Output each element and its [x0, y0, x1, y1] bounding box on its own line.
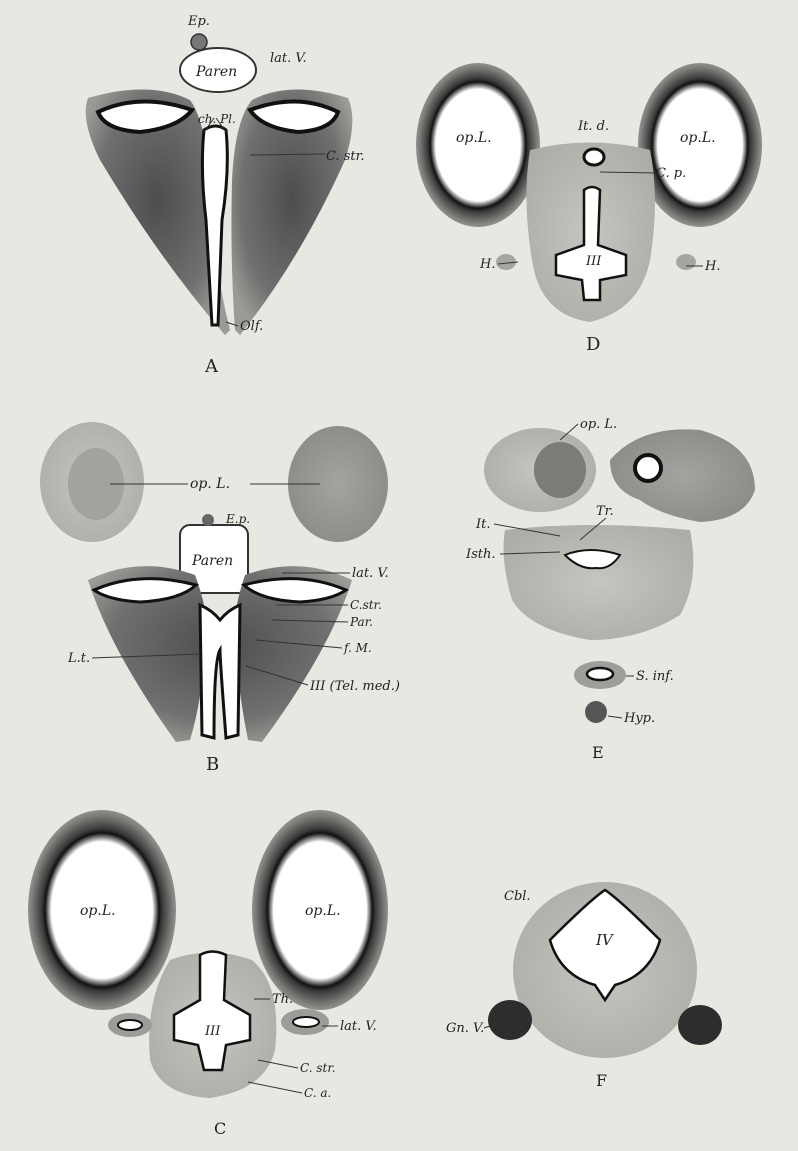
- caption-a: A: [204, 356, 219, 377]
- label-e-it: It.: [475, 517, 491, 532]
- figure-f-ganglion-left: [488, 1000, 532, 1040]
- label-c-lat-v: lat. V.: [340, 1019, 377, 1034]
- figure-f: [488, 882, 722, 1058]
- label-e-op-l: op. L.: [580, 417, 617, 432]
- figure-c: [28, 810, 388, 1098]
- label-c-c-str: C. str.: [300, 1061, 336, 1075]
- label-a-ep: Ep.: [187, 14, 210, 29]
- label-a-c-str: C. str.: [326, 149, 365, 164]
- figure-e-saccus-inferior-cavity: [587, 668, 613, 680]
- figure-c-lat-ventricle-left-cavity: [118, 1020, 142, 1030]
- caption-d: D: [586, 334, 600, 355]
- label-b-paren: Paren: [191, 553, 233, 569]
- label-f-gn-v: Gn. V.: [446, 1021, 484, 1036]
- label-a-olf: Olf.: [240, 319, 263, 334]
- caption-e: E: [592, 743, 604, 762]
- label-b-ep: E.p.: [225, 512, 250, 526]
- label-b-c-str: C.str.: [350, 598, 382, 612]
- label-e-hyp: Hyp.: [623, 711, 655, 726]
- label-c-th: Th.: [272, 992, 293, 1007]
- figure-e-isthmus: [504, 525, 694, 640]
- caption-b: B: [206, 754, 219, 775]
- figure-c-lat-ventricle-right-cavity: [293, 1017, 319, 1027]
- label-d-iii: III: [585, 254, 602, 269]
- figure-a-epiphysis: [191, 34, 207, 50]
- label-d-h-left: H.: [479, 257, 495, 272]
- figure-d-hypophysis-right: [676, 254, 696, 270]
- label-b-op-l: op. L.: [190, 476, 230, 492]
- figure-e: [484, 428, 755, 723]
- label-c-op-l-right: op.L.: [305, 903, 341, 919]
- label-d-op-l-left: op.L.: [456, 130, 492, 146]
- label-f-cbl: Cbl.: [504, 889, 531, 904]
- label-b-tel-med: III (Tel. med.): [309, 679, 400, 694]
- label-c-c-a: C. a.: [304, 1086, 331, 1100]
- label-b-f-m: f. M.: [343, 641, 372, 655]
- figure-f-ganglion-right: [678, 1005, 722, 1045]
- figure-e-optic-lobe-left-inner: [534, 442, 586, 498]
- label-c-op-l-left: op.L.: [80, 903, 116, 919]
- figure-e-hypophysis: [585, 701, 607, 723]
- figure-b-epiphysis: [202, 514, 214, 526]
- label-e-tr: Tr.: [596, 504, 614, 519]
- label-d-h-right: H.: [704, 259, 720, 274]
- label-d-c-p: C. p.: [656, 166, 686, 181]
- figure-e-optic-lobe-right: [610, 429, 755, 522]
- figure-b-median-cavity: [200, 605, 240, 738]
- label-e-isth: Isth.: [465, 547, 496, 562]
- label-a-lat-v: lat. V.: [270, 51, 307, 66]
- label-c-iii: III: [204, 1024, 221, 1039]
- figure-d: [416, 63, 762, 322]
- label-b-lat-v: lat. V.: [352, 566, 389, 581]
- figure-d-isthmus-dorsal: [584, 149, 604, 165]
- caption-f: F: [596, 1071, 607, 1090]
- label-d-it-d: It. d.: [577, 119, 609, 134]
- label-e-s-inf: S. inf.: [636, 669, 674, 684]
- label-b-l-t: L.t.: [67, 651, 90, 666]
- label-f-iv: IV: [595, 931, 615, 949]
- figure-e-optic-cavity: [635, 455, 661, 481]
- label-d-op-l-right: op.L.: [680, 130, 716, 146]
- figure-b: [40, 422, 388, 742]
- label-b-par: Par.: [349, 615, 373, 629]
- caption-c: C: [214, 1119, 226, 1138]
- label-a-paren: Paren: [195, 64, 237, 80]
